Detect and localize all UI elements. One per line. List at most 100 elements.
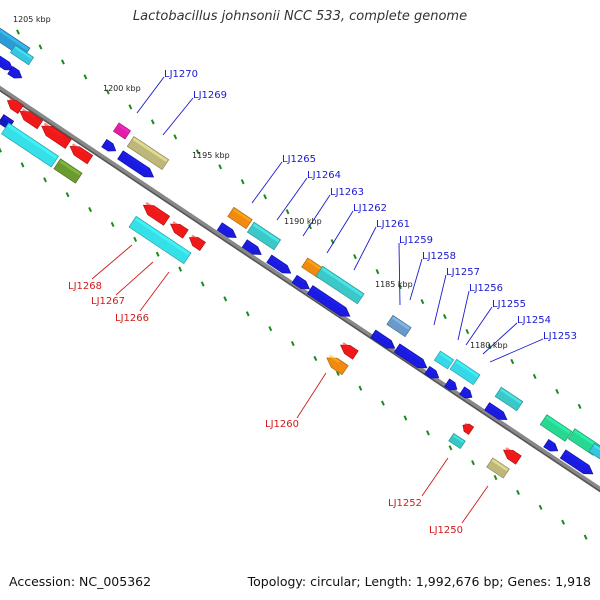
gene-1253-c[interactable] bbox=[484, 402, 510, 424]
gene-1264-b-highlight bbox=[246, 240, 257, 249]
gene-1269-b[interactable] bbox=[117, 150, 157, 182]
tick bbox=[510, 358, 515, 365]
gene-lj1252[interactable] bbox=[460, 421, 475, 435]
gene-lj1270-body bbox=[112, 122, 132, 140]
gene-1258[interactable] bbox=[393, 343, 429, 372]
gene-label-lj1259[interactable]: LJ1259 bbox=[399, 235, 433, 246]
gene-label-lj1270[interactable]: LJ1270 bbox=[164, 69, 198, 80]
gene-label-lj1264[interactable]: LJ1264 bbox=[307, 170, 341, 181]
leader-lj1264 bbox=[276, 177, 308, 221]
gene-label-lj1260[interactable]: LJ1260 bbox=[265, 419, 299, 430]
gene-label-lj1269[interactable]: LJ1269 bbox=[193, 90, 227, 101]
gene-label-lj1262[interactable]: LJ1262 bbox=[353, 203, 387, 214]
gene-label-lj1265[interactable]: LJ1265 bbox=[282, 154, 316, 165]
gene-label-lj1266[interactable]: LJ1266 bbox=[115, 313, 149, 324]
gene-1255-body bbox=[424, 365, 440, 379]
gene-tl-4[interactable] bbox=[7, 65, 25, 81]
tick bbox=[448, 445, 453, 451]
gene-label-lj1261[interactable]: LJ1261 bbox=[376, 219, 410, 230]
gene-lj1266[interactable] bbox=[187, 233, 206, 252]
gene-lj1260-highlight bbox=[342, 342, 351, 349]
gene-lj1261[interactable] bbox=[315, 265, 365, 305]
gene-br-4[interactable] bbox=[559, 449, 595, 478]
gene-lj1250-highlight bbox=[505, 447, 514, 454]
gene-label-lj1257[interactable]: LJ1257 bbox=[446, 267, 480, 278]
gene-1269-a[interactable] bbox=[101, 138, 119, 154]
gene-ll-4[interactable] bbox=[67, 142, 94, 165]
tick bbox=[16, 29, 20, 35]
gene-1259-a[interactable] bbox=[370, 329, 398, 352]
gene-label-lj1255[interactable]: LJ1255 bbox=[492, 299, 526, 310]
gene-ll-7[interactable] bbox=[53, 158, 83, 184]
gene-1261-a[interactable] bbox=[291, 274, 312, 292]
gene-lj1262-highlight bbox=[306, 259, 324, 272]
gene-1253-b[interactable] bbox=[494, 386, 524, 412]
gene-lj1250[interactable] bbox=[501, 446, 522, 465]
gene-lj1270[interactable] bbox=[112, 122, 132, 140]
gene-label-lj1268[interactable]: LJ1268 bbox=[68, 281, 102, 292]
gene-label-lj1267[interactable]: LJ1267 bbox=[91, 296, 125, 307]
tick bbox=[308, 224, 312, 230]
gene-1254[interactable] bbox=[444, 378, 460, 393]
kbp-label-1200: 1200 kbp bbox=[103, 84, 141, 93]
gene-label-lj1258[interactable]: LJ1258 bbox=[422, 251, 456, 262]
gene-1264-a-highlight bbox=[221, 223, 232, 232]
gene-br-3[interactable] bbox=[543, 438, 561, 454]
gene-lj1265[interactable] bbox=[227, 206, 253, 230]
gene-br-1-body bbox=[539, 414, 573, 442]
gene-ll-3-body bbox=[41, 125, 72, 149]
gene-lj1260[interactable] bbox=[338, 341, 359, 360]
gene-lj1265-highlight bbox=[232, 208, 251, 222]
gene-lj1252-highlight bbox=[464, 422, 469, 427]
label-leaders bbox=[91, 76, 544, 524]
gene-1250-b[interactable] bbox=[486, 457, 510, 479]
tick bbox=[150, 119, 155, 125]
gene-1261-a-highlight bbox=[296, 276, 305, 284]
gene-1260-b-highlight bbox=[328, 354, 340, 363]
gene-1253-a[interactable] bbox=[459, 386, 475, 401]
tick bbox=[195, 149, 200, 155]
gene-1264-b[interactable] bbox=[241, 239, 264, 259]
gene-lj1264[interactable] bbox=[246, 221, 282, 251]
gene-1263[interactable] bbox=[266, 254, 294, 277]
tick bbox=[577, 403, 582, 410]
gene-label-lj1253[interactable]: LJ1253 bbox=[543, 331, 577, 342]
gene-label-lj1254[interactable]: LJ1254 bbox=[517, 315, 551, 326]
tick bbox=[465, 328, 470, 335]
leader-lj1257 bbox=[433, 274, 447, 326]
gene-1261-b[interactable] bbox=[306, 285, 352, 321]
gene-tl-3[interactable] bbox=[0, 53, 16, 74]
tick bbox=[420, 298, 425, 305]
gene-lj1268[interactable] bbox=[140, 201, 171, 226]
gene-ll-3[interactable] bbox=[39, 122, 72, 149]
gene-lj1267-highlight bbox=[172, 221, 181, 228]
gene-lj1267[interactable] bbox=[168, 220, 189, 239]
tick bbox=[83, 74, 88, 80]
gene-1264-a[interactable] bbox=[216, 222, 239, 242]
gene-1255[interactable] bbox=[424, 365, 442, 381]
gene-ll-6-body bbox=[1, 122, 59, 168]
tick bbox=[403, 415, 408, 421]
gene-label-lj1256[interactable]: LJ1256 bbox=[469, 283, 503, 294]
gene-1259-a-body bbox=[370, 329, 396, 349]
tick bbox=[61, 59, 65, 65]
gene-lj1259[interactable] bbox=[386, 314, 412, 338]
tick bbox=[155, 251, 160, 257]
gene-lj1256[interactable] bbox=[449, 358, 481, 386]
gene-1260-b[interactable] bbox=[324, 353, 349, 376]
gene-label-lj1263[interactable]: LJ1263 bbox=[330, 187, 364, 198]
gene-label-lj1252[interactable]: LJ1252 bbox=[388, 498, 422, 509]
gene-lj1269[interactable] bbox=[126, 135, 170, 171]
gene-lj1257[interactable] bbox=[433, 350, 455, 370]
gene-ll-2[interactable] bbox=[17, 107, 44, 130]
tick bbox=[442, 313, 447, 320]
gene-br-1[interactable] bbox=[539, 414, 573, 442]
gene-1266-b[interactable] bbox=[128, 215, 192, 265]
gene-ll-1[interactable] bbox=[5, 96, 24, 115]
gene-br-5[interactable] bbox=[588, 442, 600, 464]
gene-ll-6[interactable] bbox=[1, 122, 59, 168]
gene-1252-b[interactable] bbox=[448, 432, 466, 450]
gene-label-lj1250[interactable]: LJ1250 bbox=[429, 525, 463, 536]
gene-tl-2[interactable] bbox=[9, 44, 35, 66]
